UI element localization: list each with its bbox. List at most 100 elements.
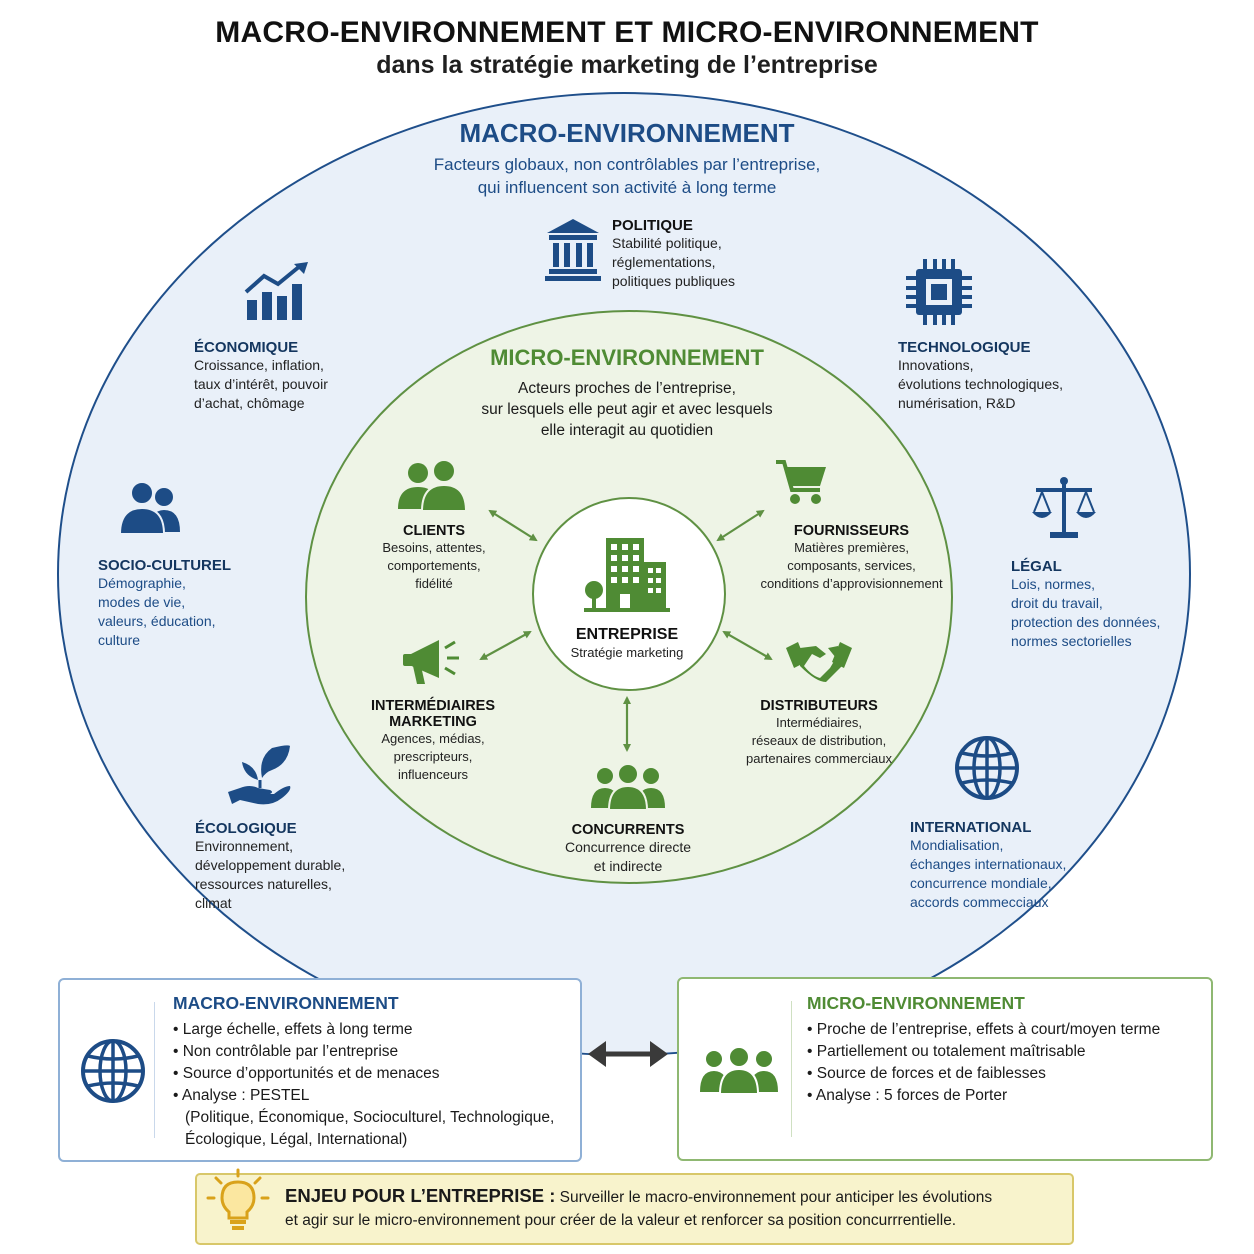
megaphone-icon xyxy=(403,640,459,684)
actor-line: fidélité xyxy=(415,576,453,591)
factor-legal: LÉGAL Lois, normes, droit du travail, pr… xyxy=(1011,558,1160,651)
factor-line: valeurs, éducation, xyxy=(98,613,216,629)
factor-line: échanges internationaux, xyxy=(910,856,1067,872)
arrow-distributeurs xyxy=(722,631,773,660)
page-subtitle: dans la stratégie marketing de l’entrepr… xyxy=(376,51,878,79)
macro-summary-divider xyxy=(154,1002,155,1138)
micro-summary-title: MICRO-ENVIRONNEMENT xyxy=(807,993,1025,1013)
actor-title: INTERMÉDIAIRES xyxy=(370,698,496,714)
actor-line: Concurrence directe xyxy=(564,839,692,855)
actor-line: composants, services, xyxy=(787,558,916,573)
arrow-fournisseurs xyxy=(716,509,765,542)
micro-summary-box xyxy=(677,977,1213,1161)
plant-in-hand-icon xyxy=(228,745,291,805)
factor-ecologique: ÉCOLOGIQUE Environnement, développement … xyxy=(195,820,345,913)
enterprise-title: ENTREPRISE xyxy=(575,626,679,643)
office-building-icon xyxy=(584,538,670,612)
actor-fournisseurs: FOURNISSEURS Matières premières, composa… xyxy=(744,523,959,593)
actor-line: Matières premières, xyxy=(794,540,909,555)
macro-summary-bullet: Source d’opportunités et de menaces xyxy=(182,1065,440,1082)
page-title: MACRO-ENVIRONNEMENT ET MICRO-ENVIRONNEME… xyxy=(215,16,1039,49)
factor-line: Environnement, xyxy=(195,838,294,854)
macro-desc-line: Facteurs globaux, non contrôlables par l… xyxy=(433,155,821,174)
handshake-icon xyxy=(786,642,852,682)
arrow-intermediaires xyxy=(479,631,532,660)
lightbulb-icon xyxy=(206,1168,270,1230)
factor-line: concurrence mondiale, xyxy=(910,875,1052,891)
macro-description: Facteurs globaux, non contrôlables par l… xyxy=(327,153,927,199)
micro-summary-bullet: Analyse : 5 forces de Porter xyxy=(815,1087,1008,1104)
macro-summary-title: MACRO-ENVIRONNEMENT xyxy=(173,993,399,1013)
micro-summary-divider xyxy=(791,1001,792,1137)
actor-line: Agences, médias, xyxy=(381,731,485,746)
micro-heading: MICRO-ENVIRONNEMENT xyxy=(490,345,764,370)
factor-line: taux d’intérêt, pouvoir xyxy=(194,376,328,392)
macro-summary-pestel-detail: Écologique, Légal, International) xyxy=(185,1131,408,1148)
enjeu-text-line: et agir sur le micro-environnement pour … xyxy=(285,1212,957,1229)
people-icon xyxy=(118,481,180,535)
actor-line: influenceurs xyxy=(397,767,469,782)
actor-line: conditions d’approvisionnement xyxy=(760,576,943,591)
factor-line: droit du travail, xyxy=(1011,595,1103,611)
macro-summary-pestel-detail: (Politique, Économique, Socioculturel, T… xyxy=(185,1109,555,1126)
micro-summary-bullet: Partiellement ou totalement maîtrisable xyxy=(816,1043,1086,1060)
factor-line: Mondialisation, xyxy=(910,837,1004,853)
factor-socio-culturel: SOCIO-CULTUREL Démographie, modes de vie… xyxy=(98,557,231,650)
factor-international: INTERNATIONAL Mondialisation, échanges i… xyxy=(910,819,1066,912)
factor-title: LÉGAL xyxy=(1011,558,1062,575)
micro-desc-line: sur lesquels elle peut agir et avec lesq… xyxy=(481,401,773,418)
actor-line: Intermédiaires, xyxy=(776,715,862,730)
actor-title: FOURNISSEURS xyxy=(793,523,910,539)
factor-line: Stabilité politique, xyxy=(612,235,722,251)
micro-summary-bullet: Proche de l’entreprise, effets à court/m… xyxy=(816,1021,1161,1038)
factor-line: politiques publiques xyxy=(612,273,735,289)
factor-line: développement durable, xyxy=(195,857,346,873)
government-building-icon xyxy=(545,219,601,281)
actor-title: CLIENTS xyxy=(402,523,466,539)
factor-title: ÉCOLOGIQUE xyxy=(195,820,297,837)
competitors-group-icon xyxy=(591,763,665,811)
factor-line: évolutions technologiques, xyxy=(898,376,1064,392)
micro-desc-line: elle interagit au quotidien xyxy=(540,422,714,439)
factor-line: climat xyxy=(195,895,232,911)
factor-line: accords commecciaux xyxy=(910,894,1049,910)
growth-chart-icon xyxy=(244,262,308,320)
micro-summary-group-icon xyxy=(700,1046,778,1095)
enterprise-label: ENTREPRISE Stratégie marketing xyxy=(532,626,722,660)
factor-title: INTERNATIONAL xyxy=(910,819,1032,836)
macro-heading: MACRO-ENVIRONNEMENT xyxy=(459,118,795,148)
actor-title: MARKETING xyxy=(389,714,477,730)
factor-economique: ÉCONOMIQUE Croissance, inflation, taux d… xyxy=(194,339,328,413)
microchip-icon xyxy=(906,259,972,325)
factor-line: normes sectorielles xyxy=(1011,633,1132,649)
arrow-clients xyxy=(488,509,538,542)
enjeu-banner xyxy=(195,1173,1074,1245)
actor-line: Besoins, attentes, xyxy=(382,540,486,555)
enjeu-content: ENJEU POUR L’ENTREPRISE : Surveiller le … xyxy=(285,1184,1045,1232)
macro-summary-content: MACRO-ENVIRONNEMENT • Large échelle, eff… xyxy=(173,993,573,1151)
actor-concurrents: CONCURRENTS Concurrence directe et indir… xyxy=(540,822,716,876)
actor-line: comportements, xyxy=(387,558,481,573)
enjeu-text-line: Surveiller le macro-environnement pour a… xyxy=(555,1189,993,1206)
factor-title: ÉCONOMIQUE xyxy=(194,339,299,356)
factor-politique: POLITIQUE Stabilité politique, réglement… xyxy=(612,217,735,291)
factor-title: SOCIO-CULTUREL xyxy=(98,557,232,574)
factor-line: modes de vie, xyxy=(98,594,186,610)
enjeu-title: ENJEU POUR L’ENTREPRISE : xyxy=(285,1185,556,1206)
factor-line: Lois, normes, xyxy=(1011,576,1096,592)
actor-distributeurs: DISTRIBUTEURS Intermédiaires, réseaux de… xyxy=(736,698,902,768)
macro-summary-bullet: Large échelle, effets à long terme xyxy=(182,1021,413,1038)
micro-summary-content: MICRO-ENVIRONNEMENT • Proche de l’entrep… xyxy=(807,993,1202,1107)
micro-desc-line: Acteurs proches de l’entreprise, xyxy=(518,380,736,397)
factor-line: Démographie, xyxy=(98,575,186,591)
justice-scale-icon xyxy=(1032,477,1096,538)
factor-line: Croissance, inflation, xyxy=(194,357,324,373)
arrow-head-right xyxy=(650,1041,668,1067)
actor-line: réseaux de distribution, xyxy=(751,733,887,748)
factor-line: protection des données, xyxy=(1011,614,1161,630)
arrow-head-left xyxy=(588,1041,606,1067)
shopping-cart-icon xyxy=(776,460,826,504)
micro-summary-bullet: Source de forces et de faiblesses xyxy=(816,1065,1046,1082)
factor-line: réglementations, xyxy=(612,254,716,270)
